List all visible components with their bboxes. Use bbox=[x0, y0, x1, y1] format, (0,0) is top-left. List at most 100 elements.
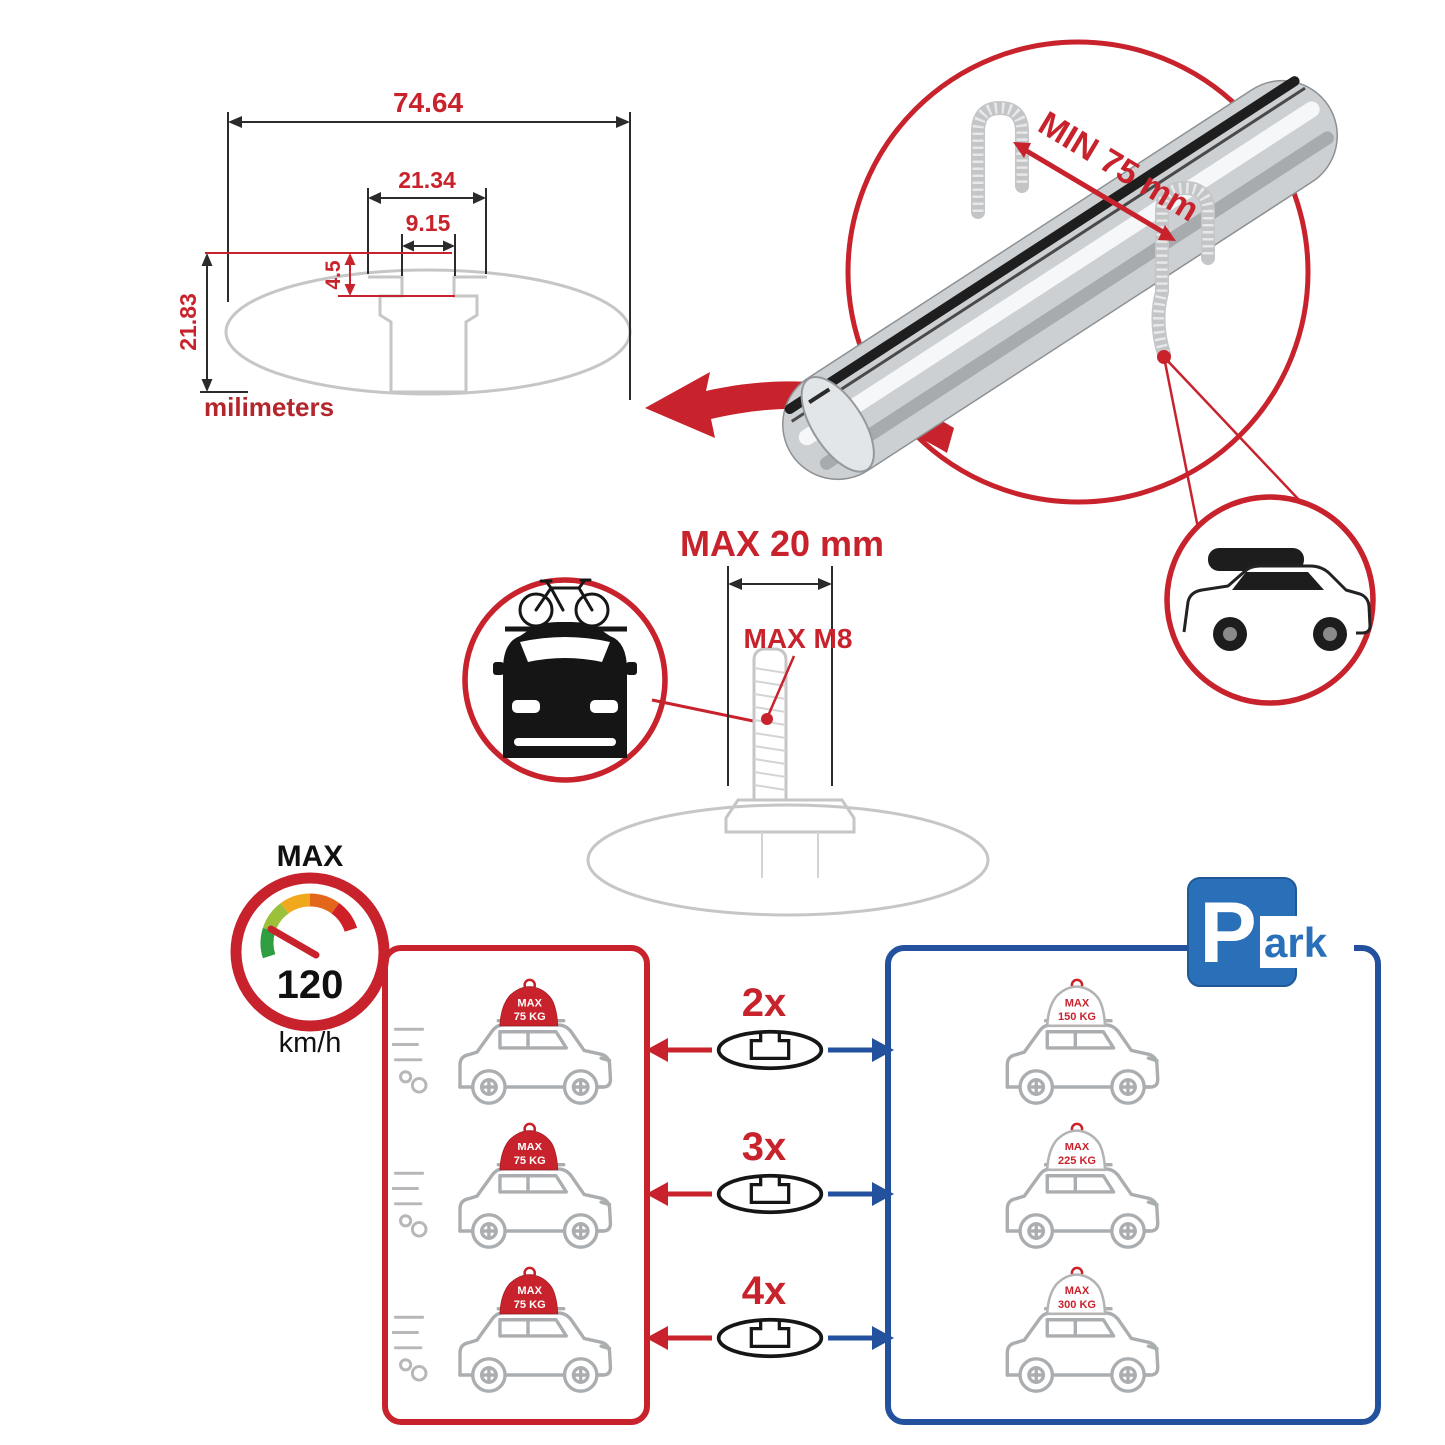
roof-load-value: 75 KG bbox=[514, 1299, 546, 1311]
roof-load-value: 75 KG bbox=[514, 1155, 546, 1167]
label-total-width: 74.64 bbox=[393, 87, 463, 118]
gauge-arc-red bbox=[331, 902, 358, 933]
label-slot-depth: 4.5 bbox=[322, 260, 345, 290]
crossbar-render: MIN 75 mm bbox=[782, 39, 1353, 557]
car-front-icon bbox=[493, 622, 637, 758]
dimension-diagram: 74.64 21.34 9.15 4.5 21.83 milimeters bbox=[175, 87, 632, 422]
bumper bbox=[514, 738, 616, 746]
speed-limit-gauge: MAX 120 km/h bbox=[230, 840, 390, 1059]
car-body bbox=[1182, 564, 1372, 635]
front-hub bbox=[1323, 627, 1337, 641]
right-arrowhead bbox=[872, 1038, 894, 1062]
label-units: milimeters bbox=[204, 392, 334, 422]
roof-load-badge: MAX 225 KG bbox=[1045, 1122, 1107, 1172]
gauge-arc-yellow bbox=[280, 893, 311, 914]
driving-vehicle-row: MAX 75 KG bbox=[392, 978, 613, 1105]
parked-panel-border bbox=[885, 945, 1381, 1425]
roof-load-label: MAX bbox=[517, 1141, 542, 1153]
crossbar-profile-icon bbox=[716, 1173, 824, 1215]
driving-vehicle-row: MAX 75 KG bbox=[392, 1122, 613, 1249]
clamp-hook-rear bbox=[971, 100, 1029, 219]
roof-load-badge: MAX 75 KG bbox=[499, 1122, 559, 1171]
gauge-arc-green bbox=[260, 927, 276, 959]
roof-load-badge: MAX 300 KG bbox=[1045, 1266, 1107, 1316]
quantity-row: 4x bbox=[646, 1269, 894, 1359]
label-total-height: 21.83 bbox=[175, 293, 201, 351]
roof-bag bbox=[499, 1274, 559, 1315]
left-arrowhead bbox=[646, 1038, 668, 1062]
left-arrowhead bbox=[646, 1182, 668, 1206]
roof-load-badge: MAX 150 KG bbox=[1045, 978, 1107, 1028]
car-windows bbox=[1232, 572, 1324, 590]
label-parking-suffix: ark bbox=[1264, 919, 1328, 966]
bicycle-icon bbox=[518, 578, 610, 628]
roof-load-label: MAX bbox=[517, 997, 542, 1009]
roof-load-badge: MAX 75 KG bbox=[499, 1266, 559, 1315]
roof-load-value: 225 KG bbox=[1058, 1155, 1096, 1167]
bolt-dimension-arrowheads bbox=[728, 578, 832, 590]
driving-vehicle-row: MAX 75 KG bbox=[392, 1266, 613, 1393]
label-channel-width: 21.34 bbox=[398, 167, 456, 193]
bolt-icon bbox=[752, 647, 788, 802]
roof-load-badge: MAX 75 KG bbox=[499, 978, 559, 1027]
callout-pointer-line bbox=[651, 698, 759, 724]
roof-load-value: 300 KG bbox=[1058, 1299, 1096, 1311]
roof-bag bbox=[1045, 985, 1107, 1028]
min-distance-arrow bbox=[1013, 142, 1176, 241]
roof-load-label: MAX bbox=[517, 1285, 542, 1297]
parked-vehicle-row: MAX 225 KG bbox=[1005, 1122, 1160, 1249]
dimension-arrowheads bbox=[201, 116, 630, 392]
label-max-length: MAX 20 mm bbox=[680, 523, 884, 564]
driving-panel-border bbox=[382, 945, 650, 1425]
roof-bag bbox=[499, 1130, 559, 1171]
pointer-arrow bbox=[645, 372, 954, 453]
bolt-detail: MAX 20 mm MAX M8 bbox=[586, 523, 990, 917]
roof-load-label: MAX bbox=[1065, 997, 1090, 1009]
roof-bag bbox=[499, 986, 559, 1027]
crossbar-cross-section bbox=[224, 268, 632, 396]
bike-car-callout bbox=[462, 577, 759, 783]
gauge-needle bbox=[267, 925, 320, 959]
bar-endcap bbox=[800, 376, 875, 473]
rear-hub bbox=[1223, 627, 1237, 641]
left-headlight bbox=[512, 700, 540, 713]
right-arrowhead bbox=[872, 1326, 894, 1350]
parking-sign: P ark bbox=[1187, 877, 1354, 987]
right-arrowhead bbox=[872, 1182, 894, 1206]
label-speed-value: 120 bbox=[277, 963, 344, 1007]
clamp-hook-front bbox=[1151, 180, 1215, 361]
thread-callout-dot bbox=[761, 713, 773, 725]
callout-line-left bbox=[1162, 356, 1200, 529]
red-datum-arrowheads bbox=[344, 253, 356, 296]
label-max-thread: MAX M8 bbox=[744, 623, 853, 654]
roof-load-label: MAX bbox=[1065, 1285, 1090, 1297]
quantity-label: 4x bbox=[742, 1269, 787, 1313]
label-slot-width: 9.15 bbox=[406, 210, 451, 236]
parked-vehicle-row: MAX 150 KG bbox=[1005, 978, 1160, 1105]
windshield bbox=[520, 637, 610, 662]
thread-callout-line bbox=[766, 655, 796, 717]
roof-bag bbox=[1045, 1129, 1107, 1172]
right-mirror bbox=[626, 662, 637, 675]
quantity-row: 3x bbox=[646, 1125, 894, 1215]
parking-sign-suffix-chip bbox=[1260, 916, 1354, 968]
suv-with-roofbox-icon bbox=[1182, 548, 1372, 651]
roof-bag bbox=[1045, 1273, 1107, 1316]
quantity-label: 3x bbox=[742, 1125, 787, 1169]
roof-load-value: 150 KG bbox=[1058, 1011, 1096, 1023]
label-speed-units: km/h bbox=[279, 1027, 342, 1059]
vehicle-callout bbox=[1164, 494, 1376, 706]
bolt-dimension-lines bbox=[727, 566, 833, 786]
magnifier-circle bbox=[845, 39, 1311, 505]
dimension-lines bbox=[200, 112, 631, 400]
right-headlight bbox=[590, 700, 618, 713]
label-speed-max: MAX bbox=[277, 840, 344, 873]
quantity-row: 2x bbox=[646, 981, 894, 1071]
gauge-arc-orange bbox=[309, 893, 340, 914]
parked-vehicle-row: MAX 300 KG bbox=[1005, 1266, 1160, 1393]
roof-load-value: 75 KG bbox=[514, 1011, 546, 1023]
left-mirror bbox=[493, 662, 504, 675]
roof-load-label: MAX bbox=[1065, 1141, 1090, 1153]
